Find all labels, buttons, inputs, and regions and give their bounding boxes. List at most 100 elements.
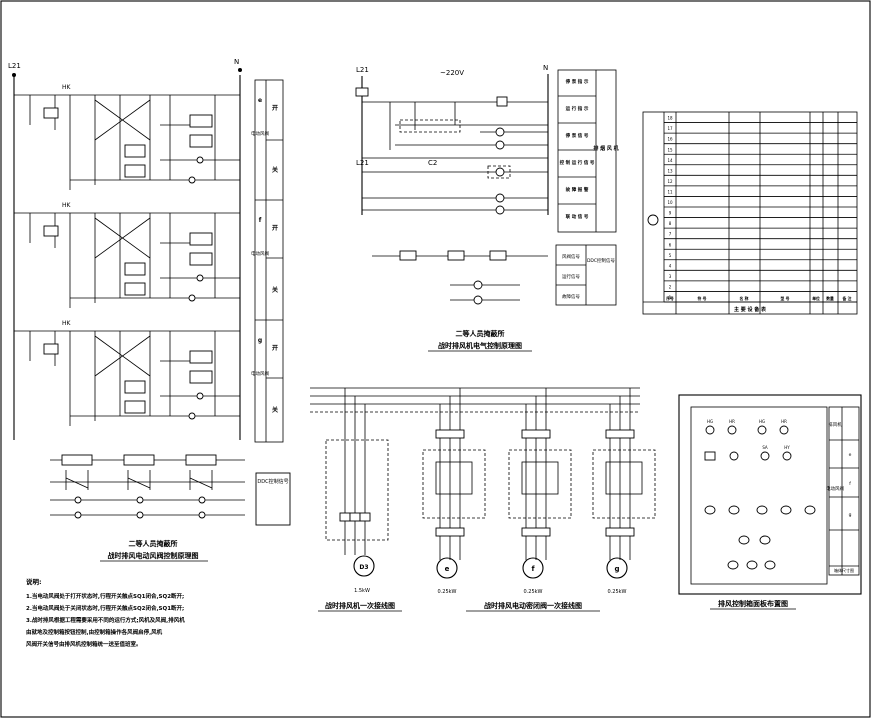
svg-text:L21: L21 bbox=[8, 62, 21, 70]
panel-layout-title: 排风控制箱面板布置图 bbox=[718, 599, 788, 608]
second-line-label: L21 bbox=[356, 159, 369, 167]
group-open-f: 开 bbox=[272, 224, 278, 232]
control-box-panel: HG HR HG HR SA HY 排风机 电动风阀 e f g 箱体尺寸图 bbox=[678, 394, 862, 595]
fan-motor-label: D3 bbox=[359, 564, 368, 571]
group-open-g: 开 bbox=[272, 344, 278, 352]
panel-side-g: g bbox=[849, 513, 852, 518]
equipment-table bbox=[642, 111, 858, 315]
group-open-e: 开 bbox=[272, 104, 278, 112]
table-row-no-2: 2 bbox=[669, 284, 672, 289]
fan-title-line2: 战时排风机电气控制原理图 bbox=[438, 341, 522, 350]
table-row-no-4: 4 bbox=[669, 263, 672, 268]
valve-e-letter: e bbox=[445, 565, 450, 573]
valve-g-power: 0.25kW bbox=[608, 589, 627, 595]
lamp-label-2: HR bbox=[729, 419, 735, 424]
left-signal-contacts: DDC控制信号 bbox=[50, 454, 291, 526]
note-line-4: 由就地及控制箱按钮控制,由控制箱操作各风阀启停,风机 bbox=[26, 628, 163, 636]
table-header-1: 符 号 bbox=[698, 296, 707, 301]
valve-f-letter: f bbox=[531, 565, 535, 573]
valve-one-line-title: 战时排风电动密闭阀一次接线图 bbox=[484, 601, 582, 610]
neutral-label: N bbox=[543, 64, 548, 72]
valve-e-power: 0.25kW bbox=[438, 589, 457, 595]
damper-ddc-note: DDC控制信号 bbox=[587, 257, 616, 264]
svg-text:N: N bbox=[234, 58, 239, 66]
table-header-0: 序号 bbox=[665, 296, 674, 301]
table-row-no-10: 10 bbox=[667, 200, 673, 205]
fan-one-line: D3 1.5kW bbox=[310, 387, 640, 594]
group-letter-e: e bbox=[258, 97, 262, 104]
table-header-6: 备 注 bbox=[842, 296, 852, 301]
panel-side-e: e bbox=[849, 453, 852, 458]
group-side-g: 电动风阀 bbox=[251, 370, 269, 377]
note-line-5: 风阀开关信号由排风机控制箱统一送至值班室。 bbox=[26, 640, 142, 648]
table-row-no-17: 17 bbox=[667, 126, 673, 131]
left-control-panel: L21 N HK bbox=[8, 58, 284, 443]
table-row-no-9: 9 bbox=[669, 211, 672, 216]
fan-func-4: 控 制 运 行 信 号 bbox=[560, 159, 595, 166]
lamp-label-1: HG bbox=[707, 419, 713, 424]
damper-circuit-g bbox=[13, 319, 241, 427]
panel-footer: 箱体尺寸图 bbox=[834, 567, 854, 573]
supply-label: ~220V bbox=[440, 69, 464, 77]
fan-control-schematic: L21 ~220V N C2 L21 bbox=[355, 64, 617, 233]
table-row-no-13: 13 bbox=[667, 168, 673, 173]
table-row-no-12: 12 bbox=[667, 179, 673, 184]
table-row-no-18: 18 bbox=[667, 116, 673, 121]
fan-side-title: 排 烟 风 机 bbox=[593, 145, 618, 152]
table-header-2: 名 称 bbox=[740, 296, 749, 301]
switch-label-1: SA bbox=[762, 445, 768, 450]
table-title: 主 要 设 备 表 bbox=[734, 306, 767, 313]
group-close-f: 关 bbox=[272, 286, 278, 294]
fan-func-6: 联 动 信 号 bbox=[566, 213, 589, 220]
damper-func-2: 运行信号 bbox=[562, 273, 580, 280]
fan-one-line-title: 战时排风机一次接线图 bbox=[325, 601, 395, 610]
fan-func-3: 停 泵 信 号 bbox=[566, 132, 589, 139]
valve-f-power: 0.25kW bbox=[524, 589, 543, 595]
ddc-note-left: DDC控制信号 bbox=[257, 478, 288, 485]
table-row-no-7: 7 bbox=[669, 232, 672, 237]
table-header-5: 数量 bbox=[825, 296, 834, 301]
table-row-no-5: 5 bbox=[669, 253, 672, 258]
damper-circuit-f bbox=[13, 201, 241, 309]
group-close-e: 关 bbox=[272, 166, 278, 174]
svg-text:HK: HK bbox=[62, 84, 72, 91]
note-line-1: 1.当电动风阀处于打开状态时,行程开关触点SQ1闭合,SQ2断开; bbox=[26, 592, 184, 600]
table-row-no-16: 16 bbox=[667, 137, 673, 142]
fan-func-2: 运 行 指 示 bbox=[566, 105, 589, 112]
note-line-3: 3.战时排风根据工程需要采用不同的运行方式;风机及风阀,排风机 bbox=[26, 616, 185, 624]
ddc-note-box-left bbox=[255, 472, 291, 526]
lamp-label-3: HG bbox=[759, 419, 765, 424]
notes-block: 说明: 1.当电动风阀处于打开状态时,行程开关触点SQ1闭合,SQ2断开; 2.… bbox=[26, 577, 185, 648]
group-side-f: 电动风阀 bbox=[251, 250, 269, 257]
left-title-line1: 二等人员掩蔽所 bbox=[129, 539, 178, 548]
note-line-2: 2.当电动风阀处于关闭状态时,行程开关触点SQ2闭合,SQ1断开; bbox=[26, 604, 184, 612]
panel-side-f: f bbox=[849, 481, 851, 487]
table-row-no-11: 11 bbox=[667, 189, 673, 194]
lamp-label-4: HR bbox=[781, 419, 787, 424]
fan-title-line1: 二等人员掩蔽所 bbox=[456, 329, 505, 338]
valve-g-letter: g bbox=[614, 565, 619, 573]
contactor-label: C2 bbox=[428, 159, 437, 167]
table-header-4: 单位 bbox=[812, 296, 820, 301]
damper-func-1: 风阀信号 bbox=[562, 253, 580, 260]
panel-side-valve: 电动风阀 bbox=[826, 485, 844, 492]
valve-one-line: e f g 0.25kW 0.25kW 0.25kW bbox=[422, 387, 656, 595]
table-row-no-1: 1 bbox=[669, 295, 672, 300]
table-row-no-14: 14 bbox=[667, 158, 673, 163]
notes-heading: 说明: bbox=[26, 577, 42, 586]
table-header-3: 型 号 bbox=[781, 296, 790, 301]
switch-label-2: HY bbox=[784, 445, 790, 450]
fan-line-label: L21 bbox=[356, 66, 369, 74]
group-letter-f: f bbox=[259, 217, 262, 224]
table-row-no-8: 8 bbox=[669, 221, 672, 226]
group-letter-g: g bbox=[258, 337, 262, 344]
group-side-e: 电动风阀 bbox=[251, 130, 269, 137]
damper-func-3: 故障信号 bbox=[562, 293, 580, 300]
damper-signal-schematic: 风阀信号 运行信号 故障信号 DDC控制信号 bbox=[372, 244, 617, 306]
group-close-g: 关 bbox=[272, 406, 278, 414]
fan-func-5: 故 障 报 警 bbox=[566, 186, 589, 193]
table-row-no-3: 3 bbox=[669, 274, 672, 279]
